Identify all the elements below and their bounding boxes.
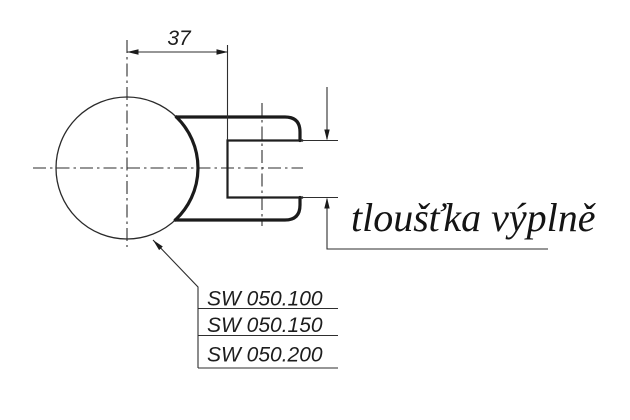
infill-edge-extension-lines [301,139,338,199]
width-dim-text: 37 [167,27,192,50]
glass-slot-outline [226,139,304,199]
part-number-text: SW 050.200 [207,344,323,367]
thickness-dim-arrowhead-up [324,197,330,209]
tube-body-arc [173,115,200,222]
width-dim-arrowhead-left [127,49,139,55]
part-number-row: SW 050.100 [198,288,338,311]
part-number-text: SW 050.100 [207,288,323,311]
clamp-body-upper-outline [174,115,302,143]
infill-thickness-label: tloušťka výplně [351,195,596,240]
leader-line [152,239,199,368]
part-number-table: SW 050.100 SW 050.150 SW 050.200 [198,288,338,369]
part-number-row: SW 050.200 [198,344,338,369]
clamp-body-lower-outline [173,195,302,222]
part-number-row: SW 050.150 [198,314,338,337]
leader-arrowhead [153,240,163,251]
part-number-text: SW 050.150 [207,314,323,337]
thickness-dim-line-lower [326,199,548,250]
width-dim-arrowhead-right [216,49,228,55]
thickness-dim-arrowhead-down [324,129,330,141]
